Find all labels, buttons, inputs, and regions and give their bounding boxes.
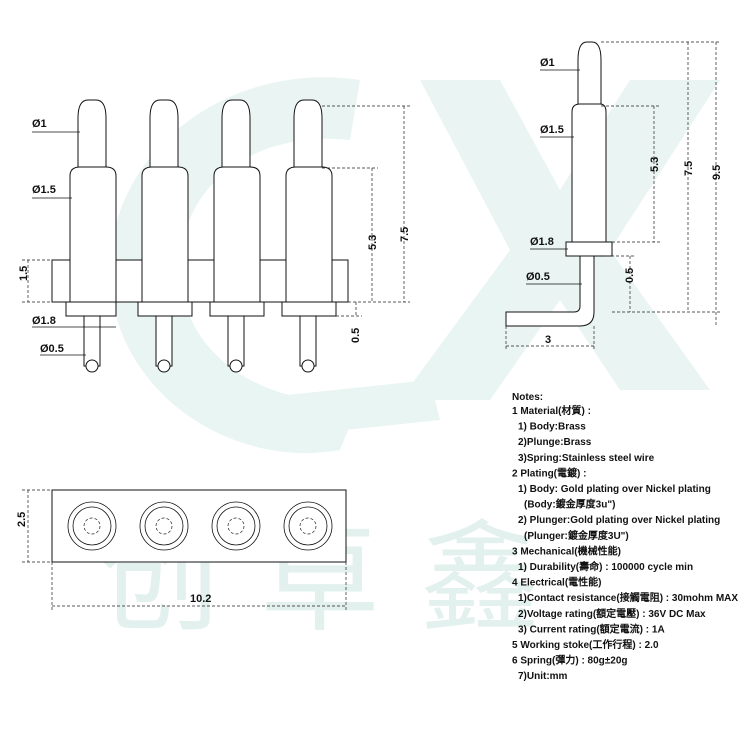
top-hole-1	[67, 501, 117, 551]
front-view: Ø1 Ø1.5 Ø1.8 Ø0.5 1.5 5.3 7.5 0.5	[18, 99, 411, 373]
notes-line: 6 Spring(彈力) : 80g±20g	[512, 654, 628, 667]
front-pin-2	[137, 99, 193, 373]
side-view: Ø1 Ø1.5 Ø1.8 Ø0.5 5.3 7.5 9.5 0.5 3	[505, 41, 723, 350]
watermark-glyph: 鑫	[420, 510, 540, 649]
front-label-d0-5: Ø0.5	[40, 343, 64, 355]
side-label-w3: 3	[545, 334, 551, 346]
side-body	[571, 103, 607, 243]
front-label-h7-5: 7.5	[399, 227, 411, 242]
top-hole-3	[211, 501, 261, 551]
dim-lines-side	[505, 41, 720, 350]
notes-line: 3) Current rating(額定電流) : 1A	[518, 622, 665, 635]
dim-line-1-5	[22, 259, 52, 303]
notes-line: 1) Durability(壽命) : 100000 cycle min	[518, 560, 693, 573]
notes-line: 1) Body: Gold plating over Nickel platin…	[518, 484, 711, 495]
front-label-d1-8: Ø1.8	[32, 315, 56, 327]
side-label-h9-5: 9.5	[711, 165, 723, 180]
top-housing	[51, 489, 347, 563]
side-label-d0-5: Ø0.5	[526, 271, 550, 283]
front-label-h0-5: 0.5	[350, 328, 362, 343]
side-label-h0-5: 0.5	[624, 268, 636, 283]
notes-block: Notes: 1 Material(材質) : 1) Body:Brass 2)Pl…	[512, 392, 738, 682]
notes-title: Notes:	[512, 392, 543, 403]
side-label-h5-3: 5.3	[649, 157, 661, 172]
top-hole-4	[283, 501, 333, 551]
side-plunger	[577, 41, 602, 107]
notes-line: 2 Plating(電鍍) :	[512, 466, 586, 479]
front-label-h1-5: 1.5	[18, 266, 30, 281]
front-label-h5-3: 5.3	[367, 235, 379, 250]
notes-line: 1)Contact resistance(接觸電阻) : 30mohm MAX	[518, 591, 738, 604]
dim-lines-top	[22, 489, 347, 612]
notes-line: 1) Body:Brass	[518, 422, 586, 433]
side-label-d1-8: Ø1.8	[530, 236, 554, 248]
side-label-h7-5: 7.5	[683, 161, 695, 176]
notes-line: 2)Plunge:Brass	[518, 437, 592, 448]
side-flange	[565, 241, 613, 257]
front-pin-4	[281, 99, 337, 373]
notes-lines: 1 Material(材質) : 1) Body:Brass 2)Plunge:Br…	[512, 404, 738, 682]
notes-line: 3)Spring:Stainless steel wire	[518, 453, 655, 464]
side-label-d1-5: Ø1.5	[540, 124, 564, 136]
front-pin-1	[65, 99, 117, 373]
notes-line: 5 Working stoke(工作行程) : 2.0	[512, 638, 659, 651]
notes-line: (Plunger:鍍金厚度3U")	[524, 529, 629, 542]
notes-line: 4 Electrical(電性能)	[512, 576, 601, 589]
notes-line: 2) Plunger:Gold plating over Nickel plat…	[518, 515, 720, 526]
top-view: 2.5 10.2	[16, 489, 347, 612]
top-label-h2-5: 2.5	[16, 512, 28, 527]
notes-line: (Body:鍍金厚度3u")	[524, 498, 615, 511]
notes-line: 7)Unit:mm	[518, 671, 568, 682]
front-pin-3	[209, 99, 265, 373]
top-hole-2	[139, 501, 189, 551]
notes-line: 1 Material(材質) :	[512, 404, 591, 417]
notes-line: 2)Voltage rating(額定電壓) : 36V DC Max	[518, 607, 706, 620]
front-label-d1-5: Ø1.5	[32, 184, 56, 196]
dim-lines-front	[322, 105, 410, 317]
top-label-w10-2: 10.2	[190, 593, 211, 605]
notes-line: 3 Mechanical(機械性能)	[512, 544, 621, 557]
side-label-d1: Ø1	[540, 57, 555, 69]
front-label-d1: Ø1	[32, 118, 47, 130]
